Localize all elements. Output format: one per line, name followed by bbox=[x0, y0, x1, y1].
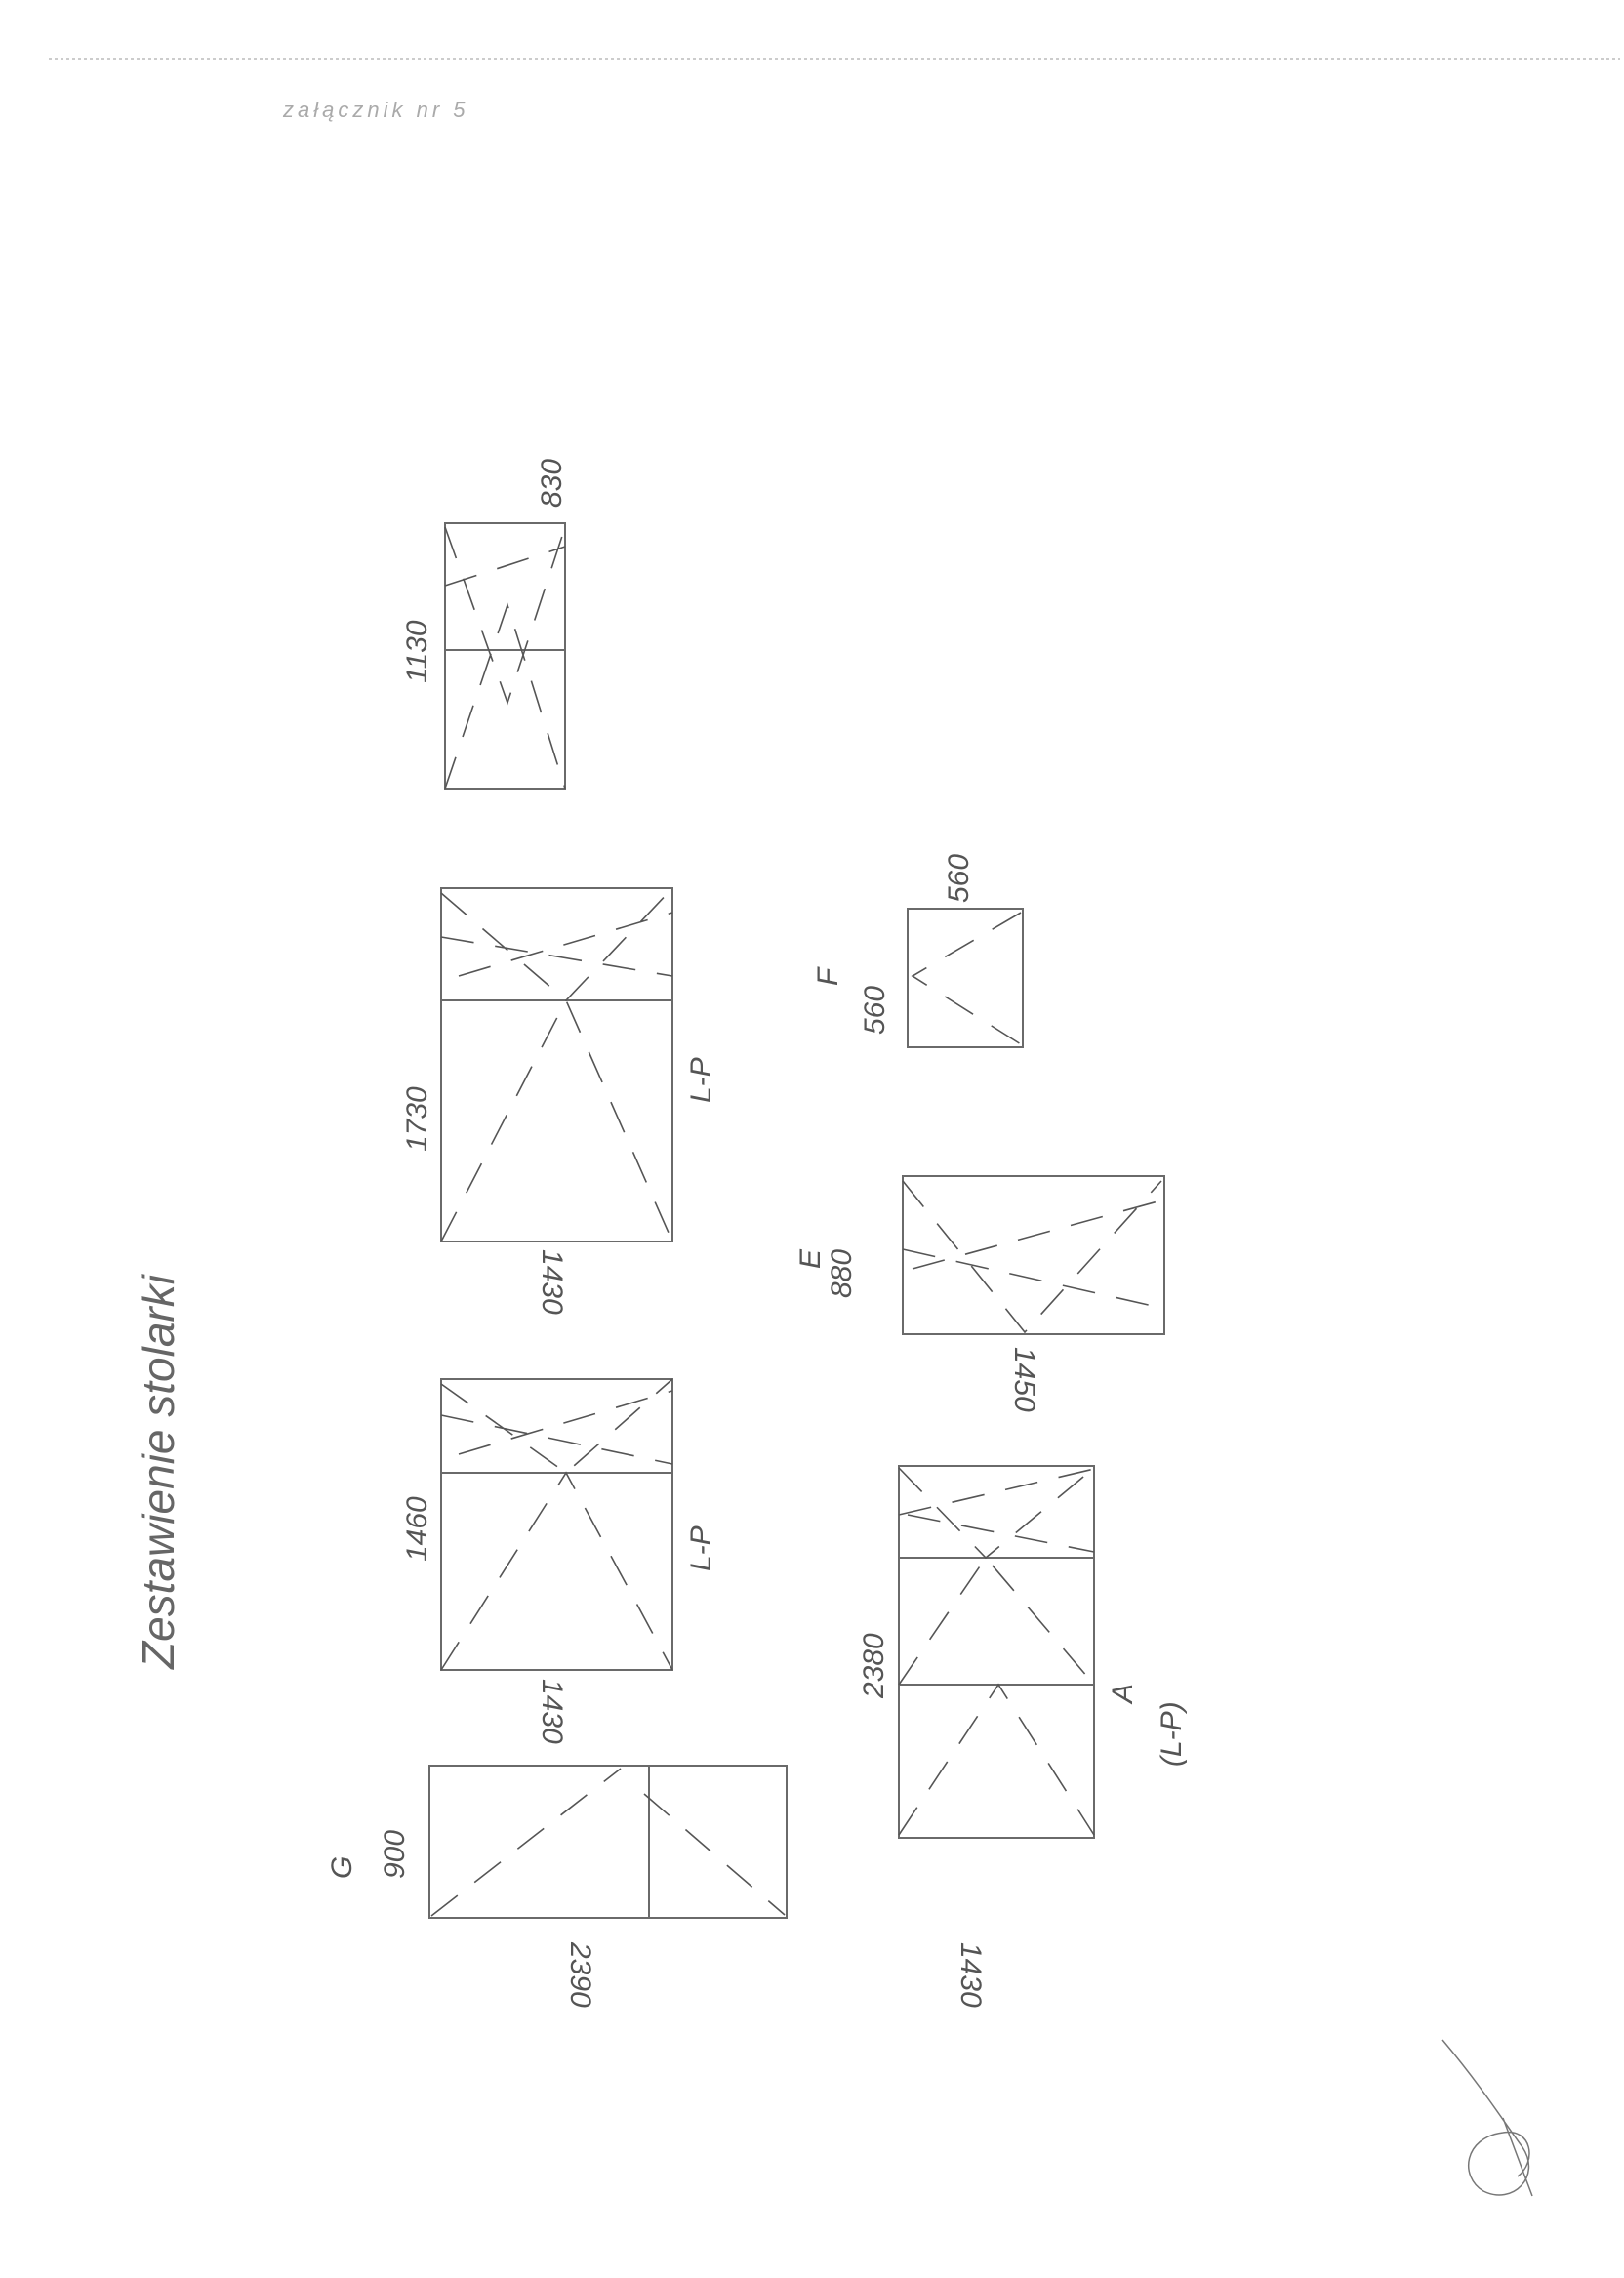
window-f-560x560: F 560 560 bbox=[812, 854, 1024, 1048]
width-label: 560 bbox=[943, 854, 975, 903]
opening-label: L-P bbox=[685, 1525, 717, 1571]
window-a-2380x1430: 2380 A (L-P) 1430 bbox=[858, 1465, 1188, 2008]
signature bbox=[1441, 2039, 1533, 2197]
width-label: 830 bbox=[536, 459, 568, 508]
window-g-900x2390: G 900 2390 bbox=[326, 1765, 788, 2008]
height-label: 880 bbox=[826, 1249, 858, 1298]
height-label: 1130 bbox=[401, 620, 433, 683]
height-label: 2380 bbox=[858, 1633, 890, 1699]
width-label: 1430 bbox=[536, 1679, 568, 1744]
window-label: A bbox=[1107, 1684, 1139, 1705]
page-title: Zestawienie stolarki bbox=[133, 1273, 183, 1670]
window-label: E bbox=[794, 1248, 827, 1269]
height-label: 900 bbox=[379, 1830, 411, 1879]
window-1730x1430: 1730 L-P 1430 bbox=[401, 887, 717, 1315]
window-label: G bbox=[326, 1856, 358, 1879]
opening-label: L-P bbox=[685, 1057, 717, 1103]
window-1460x1430: 1460 L-P 1430 bbox=[401, 1378, 717, 1744]
width-label: 1450 bbox=[1008, 1347, 1040, 1412]
window-e-880x1450: E 880 1450 bbox=[794, 1175, 1165, 1412]
width-label: 1430 bbox=[954, 1942, 987, 2008]
width-label: 2390 bbox=[564, 1941, 596, 2008]
height-label: 560 bbox=[859, 986, 891, 1035]
height-label: 1730 bbox=[401, 1086, 433, 1152]
height-label: 1460 bbox=[401, 1496, 433, 1562]
header-note: załącznik nr 5 bbox=[282, 98, 469, 122]
window-label: F bbox=[812, 966, 844, 986]
opening-label: (L-P) bbox=[1156, 1701, 1188, 1767]
width-label: 1430 bbox=[536, 1249, 568, 1315]
window-1130x830: 1130 830 bbox=[401, 459, 568, 790]
